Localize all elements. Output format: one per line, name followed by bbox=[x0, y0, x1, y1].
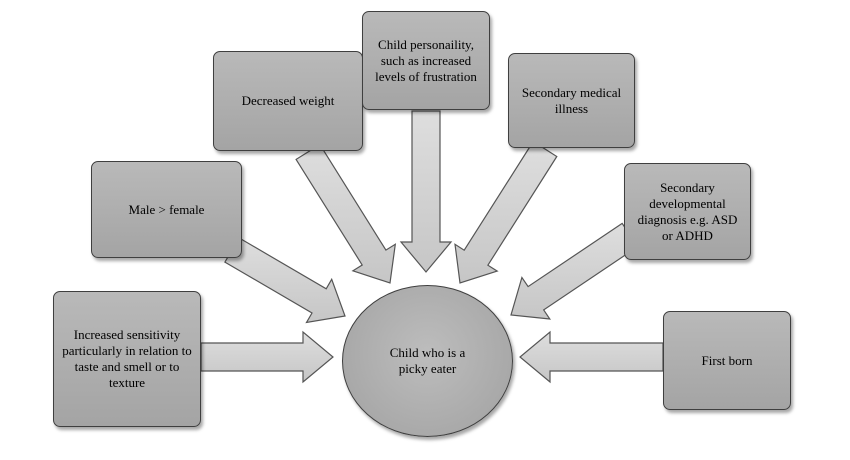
arrow-personality bbox=[399, 110, 453, 273]
factor-box-medical: Secondary medical illness bbox=[508, 53, 635, 148]
factor-label-sex: Male > female bbox=[128, 201, 205, 217]
arrow-birth-order bbox=[519, 330, 664, 384]
factor-box-birth-order: First born bbox=[663, 311, 791, 410]
factor-label-weight: Decreased weight bbox=[241, 93, 335, 108]
factor-box-developmental: Secondary developmental diagnosis e.g. A… bbox=[624, 163, 751, 260]
arrow-medical bbox=[454, 140, 558, 284]
factor-label-personality: Child personaility, such as increased le… bbox=[375, 36, 477, 84]
arrow-sex bbox=[224, 237, 346, 324]
factor-box-sex: Male > female bbox=[91, 161, 242, 258]
center-label: Child who is a picky eater bbox=[389, 345, 466, 376]
arrow-sensitivity bbox=[200, 330, 334, 384]
arrow-developmental bbox=[510, 222, 639, 320]
factor-label-birth-order: First born bbox=[701, 352, 753, 368]
factor-label-developmental: Secondary developmental diagnosis e.g. A… bbox=[637, 179, 738, 243]
factor-box-weight: Decreased weight bbox=[213, 51, 363, 151]
arrow-weight bbox=[295, 143, 397, 284]
factor-box-sensitivity: Increased sensitivity particularly in re… bbox=[53, 291, 201, 427]
factor-label-sensitivity: Increased sensitivity particularly in re… bbox=[62, 327, 192, 390]
factor-label-medical: Secondary medical illness bbox=[521, 84, 622, 116]
center-circle: Child who is a picky eater bbox=[342, 285, 513, 437]
factor-box-personality: Child personaility, such as increased le… bbox=[362, 11, 490, 110]
